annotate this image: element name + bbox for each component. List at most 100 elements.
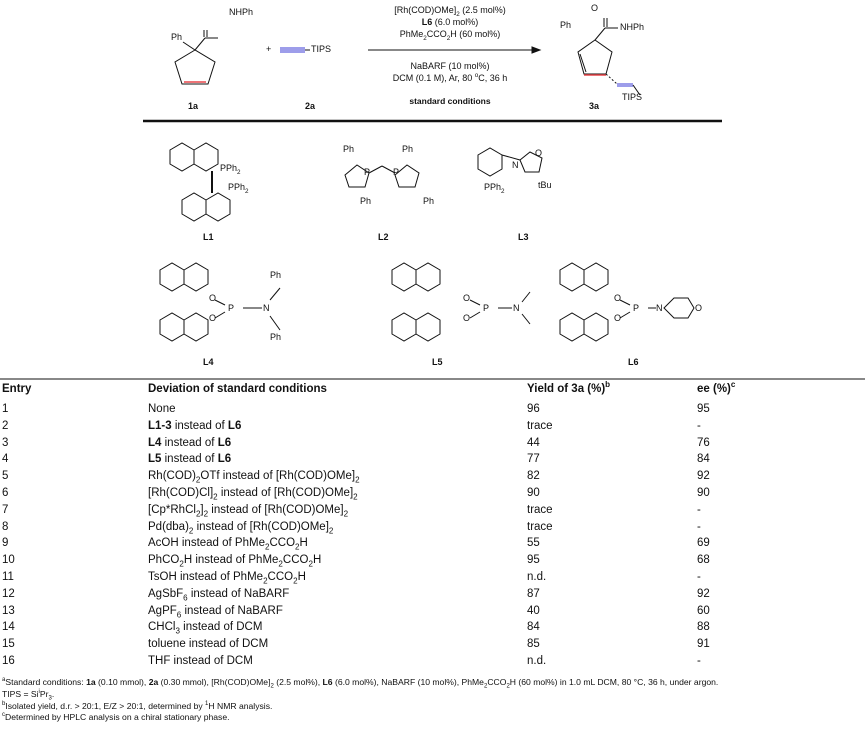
conditions-below: NaBARF (10 mol%)DCM (0.1 M), Ar, 80 oC, …	[392, 61, 508, 83]
r2-tips: TIPS	[311, 44, 332, 54]
structure-3a	[577, 18, 641, 96]
yield-cell: n.d.	[527, 571, 547, 583]
entry-cell: 12	[2, 587, 15, 600]
label-1a: 1a	[188, 101, 199, 111]
entry-cell: 6	[2, 487, 9, 499]
L4-atom: Ph	[270, 270, 282, 280]
deviation-cell: Rh(COD)2OTf instead of [Rh(COD)OMe]2	[148, 470, 360, 485]
entry-cell: 2	[2, 419, 9, 432]
structure-2a	[280, 47, 310, 53]
L4-atom: N	[263, 303, 270, 313]
L6-atom: N	[656, 303, 663, 313]
yield-cell: 77	[527, 453, 540, 466]
label-L6: L6	[628, 357, 639, 367]
deviation-cell: AgPF6 instead of NaBARF	[148, 604, 283, 619]
footnote: aStandard conditions: 1a (0.10 mmol), 2a…	[2, 677, 719, 690]
header-ee: ee (%)c	[697, 380, 736, 395]
yield-cell: 84	[527, 621, 540, 634]
ee-cell: 88	[697, 621, 710, 634]
L2-atom: Ph	[360, 196, 372, 206]
ee-cell: 69	[697, 537, 710, 550]
structure-L4	[159, 262, 281, 342]
L5-atom: P	[483, 303, 490, 313]
ee-cell: 92	[697, 470, 710, 483]
L3-atom: tBu	[538, 180, 552, 190]
reaction-scheme-graphics	[0, 18, 865, 380]
ee-cell: -	[697, 503, 701, 516]
entry-cell: 16	[2, 655, 15, 667]
yield-cell: trace	[527, 520, 553, 533]
L5-atom: O	[463, 293, 471, 303]
deviation-cell: [Rh(COD)Cl]2 instead of [Rh(COD)OMe]2	[148, 487, 358, 502]
entry-cell: 11	[2, 571, 14, 583]
table-row: 10 PhCO2H instead of PhMe2CCO2H 95 68	[0, 553, 865, 570]
deviation-cell: TsOH instead of PhMe2CCO2H	[148, 571, 306, 586]
entry-cell: 1	[2, 403, 9, 415]
structure-L6	[559, 262, 695, 342]
p-o: O	[591, 3, 599, 13]
deviation-cell: CHCl3 instead of DCM	[148, 621, 263, 636]
yield-cell: 96	[527, 403, 540, 415]
ee-cell: -	[697, 520, 701, 533]
yield-cell: 82	[527, 470, 540, 483]
p-tips: TIPS	[622, 92, 643, 102]
structure-L3	[477, 147, 543, 177]
deviation-cell: L5 instead of L6	[148, 453, 232, 466]
ee-cell: -	[697, 419, 701, 432]
footnote: TIPS = SiiPr3.	[2, 689, 55, 702]
label-L5: L5	[432, 357, 443, 367]
r1-nhph: NHPh	[229, 7, 254, 17]
deviation-cell: AgSbF6 instead of NaBARF	[148, 587, 290, 603]
deviation-cell: toluene instead of DCM	[148, 638, 269, 651]
label-L2: L2	[378, 232, 389, 242]
L3-atom: O	[535, 148, 543, 158]
deviation-cell: None	[148, 403, 176, 415]
deviation-cell: L1-3 instead of L6	[148, 419, 242, 432]
entry-cell: 9	[2, 537, 9, 550]
label-L1: L1	[203, 232, 214, 242]
ee-cell: 68	[697, 554, 710, 567]
deviation-cell: [Cp*RhCl2]2 instead of [Rh(COD)OMe]2	[148, 503, 349, 519]
table-row: 4 L5 instead of L6 77 84	[0, 452, 865, 469]
deviation-cell: THF instead of DCM	[148, 655, 253, 667]
L4-atom: O	[209, 293, 217, 303]
structure-L2	[344, 164, 420, 188]
deviation-cell: AcOH instead of PhMe2CCO2H	[148, 537, 308, 552]
table-row: 8 Pd(dba)2 instead of [Rh(COD)OMe]2 trace -	[0, 520, 865, 537]
footnote: bIsolated yield, d.r. > 20:1, E/Z > 20:1…	[2, 701, 273, 711]
yield-cell: trace	[527, 503, 553, 516]
ee-cell: 91	[697, 638, 710, 651]
L4-atom: P	[228, 303, 235, 313]
L2-atom: Ph	[423, 196, 435, 206]
yield-cell: 44	[527, 436, 540, 449]
deviation-cell: L4 instead of L6	[148, 436, 232, 449]
L2-atom: Ph	[343, 144, 355, 154]
plus-sign: +	[266, 44, 272, 54]
deviation-cell: PhCO2H instead of PhMe2CCO2H	[148, 554, 322, 569]
L5-atom: N	[513, 303, 520, 313]
entry-cell: 4	[2, 453, 9, 466]
yield-cell: 95	[527, 554, 540, 567]
entry-cell: 10	[2, 554, 15, 567]
ee-cell: 92	[697, 587, 710, 600]
L6-atom: O	[614, 313, 622, 323]
ee-cell: 95	[697, 403, 710, 415]
ee-cell: 84	[697, 453, 710, 466]
entry-cell: 8	[2, 520, 9, 533]
entry-cell: 13	[2, 604, 15, 617]
entry-cell: 15	[2, 638, 15, 651]
structure-L1	[169, 142, 231, 222]
structure-1a	[174, 30, 218, 85]
conditions-above: [Rh(COD)OMe]2 (2.5 mol%)L6 (6.0 mol%)PhM…	[394, 5, 506, 42]
deviation-cell: Pd(dba)2 instead of [Rh(COD)OMe]2	[148, 520, 334, 535]
L6-atom: P	[633, 303, 640, 313]
ee-cell: -	[697, 571, 701, 583]
ee-cell: -	[697, 655, 701, 667]
L3-atom: N	[512, 160, 519, 170]
